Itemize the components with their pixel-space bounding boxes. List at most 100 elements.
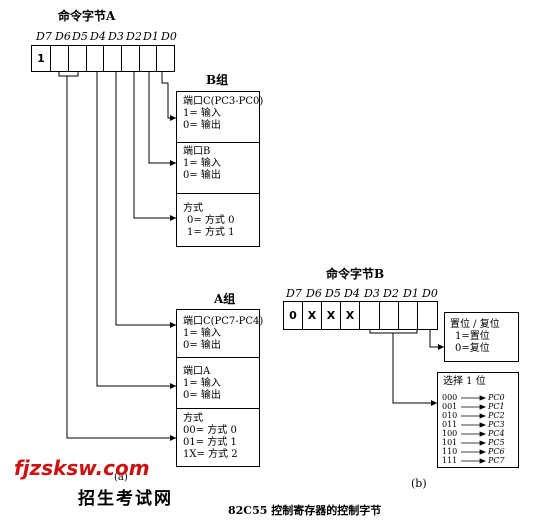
reg-a-bit-label: D1 <box>143 30 159 43</box>
reg-a-bit-label: D5 <box>72 30 88 43</box>
reg-b-bit-label: D2 <box>383 287 399 300</box>
reg-b-cell: X <box>322 302 341 329</box>
reg-b-cell <box>360 302 380 329</box>
mode-a-option-1: 01= 方式 1 <box>183 437 237 448</box>
bit-pin: PC6 <box>488 447 505 456</box>
reg-b-bit-label: D7 <box>286 287 302 300</box>
select-bit-codes: 000 001 010 011 100 101 110 111 <box>442 393 457 465</box>
bit-code: 010 <box>442 411 458 420</box>
reg-b-cell: X <box>303 302 322 329</box>
port-c-low-title: 端口C(PC3-PC0) <box>183 96 264 107</box>
port-c-high-input: 1= 输入 <box>183 328 221 339</box>
group-b-title: B组 <box>206 73 229 87</box>
reg-a-bit-label: D0 <box>161 30 177 43</box>
reg-b-bit-label: D1 <box>403 287 419 300</box>
port-b-block: 端口B 1= 输入 0= 输出 <box>183 146 221 182</box>
port-b-title: 端口B <box>183 146 211 157</box>
reg-b-bit-label: D0 <box>422 287 438 300</box>
reg-a-bit-label: D2 <box>126 30 142 43</box>
group-a-panel: 端口C(PC7-PC4) 1= 输入 0= 输出 端口A 1= 输入 0= 输出… <box>176 309 263 467</box>
divider <box>177 142 259 143</box>
mode-b-option-0: 0= 方式 0 <box>187 215 235 226</box>
reg-b-cell <box>418 302 437 329</box>
set-reset-block: 置位 / 复位 1=置位 0=复位 <box>450 319 500 355</box>
bit-code: 000 <box>442 393 458 402</box>
register-b: 0 X X X <box>283 301 438 330</box>
mode-a-option-2: 1X= 方式 2 <box>183 449 238 460</box>
mode-a-block: 方式 00= 方式 0 01= 方式 1 1X= 方式 2 <box>183 413 238 461</box>
reg-a-cell <box>122 46 140 71</box>
watermark-site-logo: fjzsksw.com <box>14 456 150 480</box>
port-c-low-block: 端口C(PC3-PC0) 1= 输入 0= 输出 <box>183 96 263 132</box>
reg-a-bit-label: D7 <box>36 30 52 43</box>
mode-b-block: 方式 0= 方式 0 1= 方式 1 <box>183 203 234 239</box>
reg-b-cell: X <box>341 302 360 329</box>
reg-b-title: 命令字节B <box>326 267 385 281</box>
watermark-name-logo: 招生考试网 <box>78 489 173 509</box>
register-a: 1 <box>31 45 175 72</box>
select-bit-arrows <box>461 395 487 464</box>
port-c-high-block: 端口C(PC7-PC4) 1= 输入 0= 输出 <box>183 316 263 352</box>
group-b-panel: 端口C(PC3-PC0) 1= 输入 0= 输出 端口B 1= 输入 0= 输出… <box>176 91 263 247</box>
bit-code: 101 <box>442 438 458 447</box>
reg-a-cell <box>157 46 174 71</box>
label-b: (b) <box>411 477 427 490</box>
reg-b-bit-label: D3 <box>364 287 380 300</box>
port-c-high-title: 端口C(PC7-PC4) <box>183 316 264 327</box>
port-a-output: 0= 输出 <box>183 390 221 401</box>
port-b-output: 0= 输出 <box>183 170 221 181</box>
divider <box>177 357 259 358</box>
reg-b-bit-label: D4 <box>344 287 360 300</box>
select-bit-box: 选择 1 位 000 001 010 011 100 101 110 111 P… <box>437 372 519 468</box>
reg-a-bit-label: D4 <box>90 30 106 43</box>
mode-a-option-0: 00= 方式 0 <box>183 425 237 436</box>
divider <box>177 408 259 409</box>
port-c-high-output: 0= 输出 <box>183 340 221 351</box>
set-option: 1=置位 <box>455 331 490 342</box>
mode-b-option-1: 1= 方式 1 <box>187 227 235 238</box>
bit-pin: PC0 <box>488 393 505 402</box>
reg-b-cell <box>399 302 418 329</box>
select-bit-title: 选择 1 位 <box>443 376 486 387</box>
reg-a-cell <box>140 46 157 71</box>
divider <box>177 193 259 194</box>
reg-b-bit-label: D6 <box>306 287 322 300</box>
bit-pin: PC2 <box>488 411 505 420</box>
port-a-input: 1= 输入 <box>183 378 221 389</box>
reg-a-cell: 1 <box>32 46 51 71</box>
port-b-input: 1= 输入 <box>183 158 221 169</box>
bit-pin: PC5 <box>488 438 505 447</box>
reg-a-cell <box>104 46 122 71</box>
reg-a-cell <box>51 46 69 71</box>
mode-a-title: 方式 <box>183 413 203 424</box>
bit-code: 011 <box>442 420 458 429</box>
reg-b-bit-label: D5 <box>325 287 341 300</box>
port-a-block: 端口A 1= 输入 0= 输出 <box>183 366 221 402</box>
select-bit-pins: PC0 PC1 PC2 PC3 PC4 PC5 PC6 PC7 <box>488 393 505 465</box>
set-reset-title: 置位 / 复位 <box>450 319 500 330</box>
label-a: (a) <box>114 472 128 483</box>
reset-option: 0=复位 <box>455 343 490 354</box>
reg-a-bit-label: D3 <box>108 30 124 43</box>
port-c-low-output: 0= 输出 <box>183 120 221 131</box>
bit-code: 110 <box>442 447 458 456</box>
reg-a-title: 命令字节A <box>58 9 116 23</box>
port-a-title: 端口A <box>183 366 211 377</box>
bit-code: 001 <box>442 402 458 411</box>
bit-pin: PC4 <box>488 429 505 438</box>
reg-a-cell <box>87 46 104 71</box>
bit-pin: PC1 <box>488 402 505 411</box>
reg-b-cell <box>380 302 399 329</box>
reg-b-cell: 0 <box>284 302 303 329</box>
figure-caption: 82C55 控制寄存器的控制字节 <box>228 504 382 517</box>
reg-a-bit-label: D6 <box>55 30 71 43</box>
bit-code: 111 <box>442 456 458 465</box>
port-c-low-input: 1= 输入 <box>183 108 221 119</box>
reg-a-cell <box>69 46 87 71</box>
set-reset-box: 置位 / 复位 1=置位 0=复位 <box>444 312 519 362</box>
group-a-title: A组 <box>214 292 236 306</box>
bit-pin: PC7 <box>488 456 505 465</box>
bit-pin: PC3 <box>488 420 505 429</box>
bit-code: 100 <box>442 429 458 438</box>
